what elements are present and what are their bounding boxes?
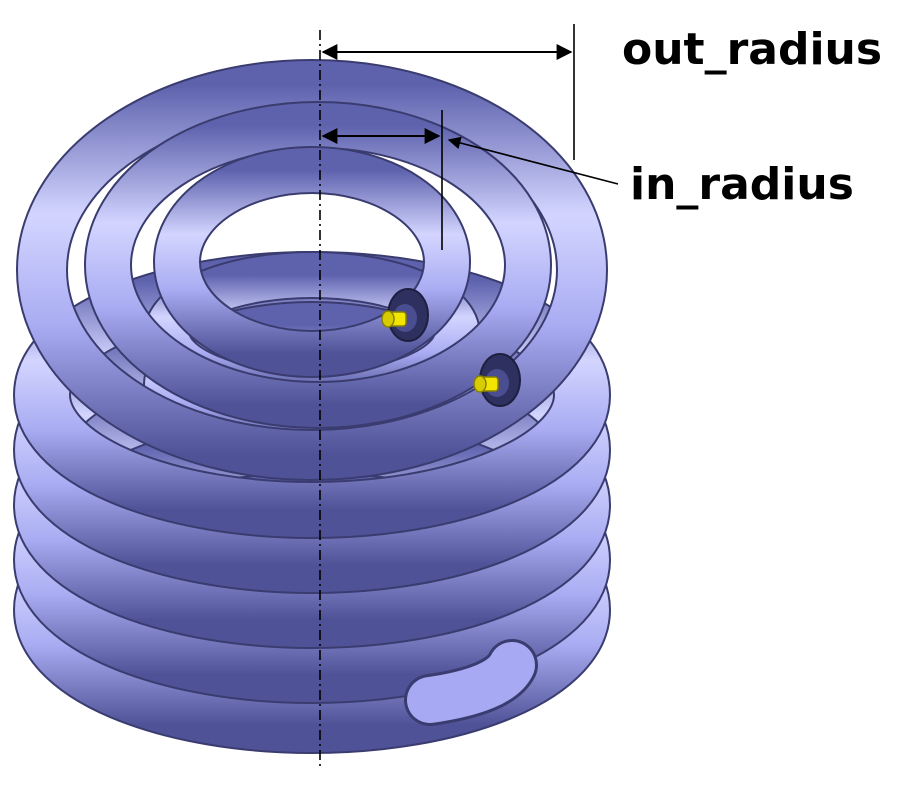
outer-tube-end bbox=[473, 353, 521, 407]
inner-tube-end bbox=[381, 288, 429, 342]
out-radius-dimension bbox=[321, 24, 575, 160]
out-radius-label: out_radius bbox=[622, 24, 883, 75]
outer-conductor-icon bbox=[473, 375, 499, 393]
in-radius-dimension bbox=[321, 110, 619, 250]
inner-conductor-icon bbox=[381, 310, 407, 328]
top-spiral bbox=[16, 59, 608, 481]
in-radius-label: in_radius bbox=[630, 159, 854, 210]
in-radius-leader bbox=[447, 136, 619, 185]
